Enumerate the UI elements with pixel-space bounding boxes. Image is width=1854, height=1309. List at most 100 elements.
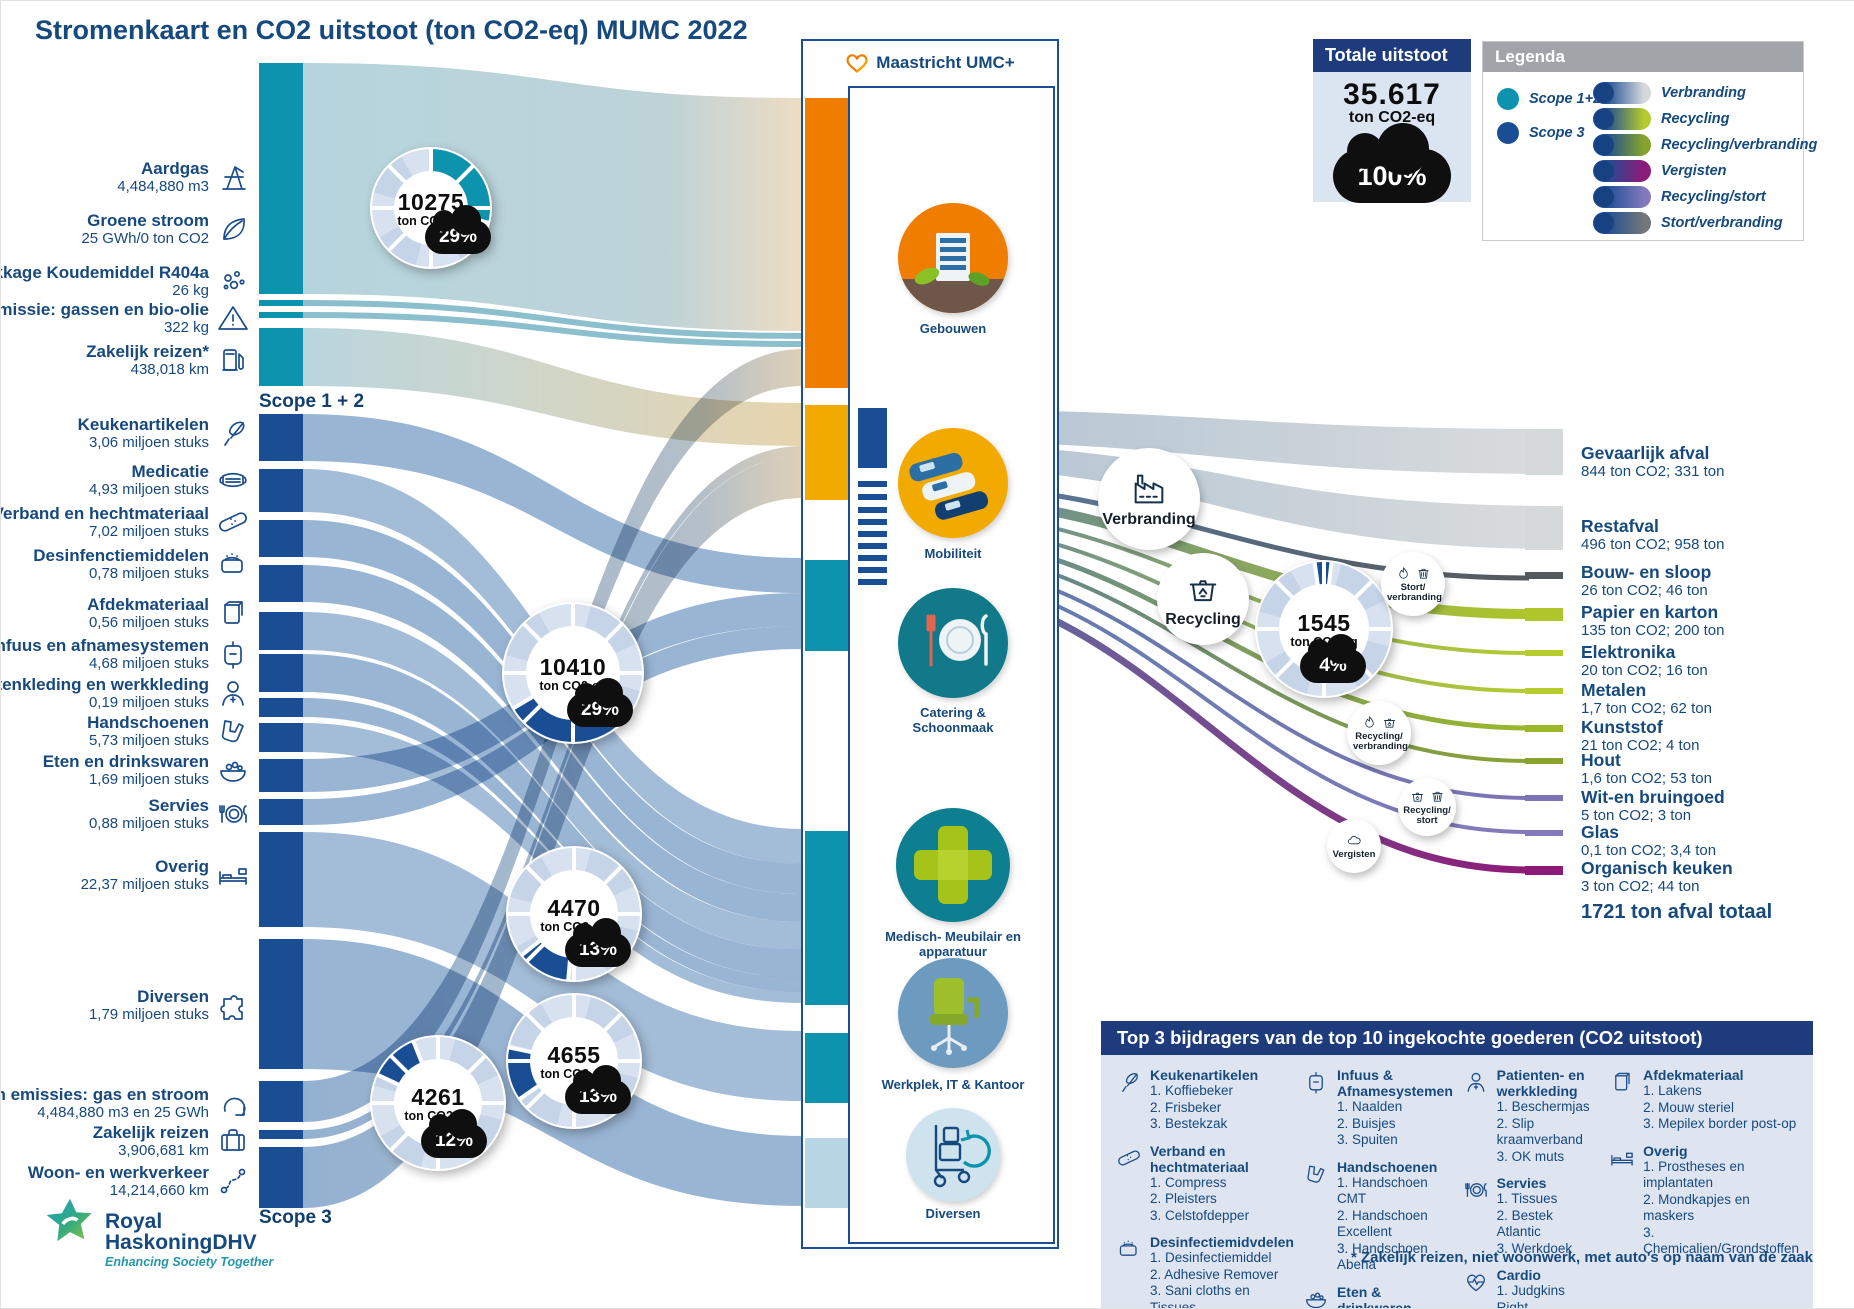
pct-cloud: 12% xyxy=(421,1124,487,1158)
node-afval-strip xyxy=(858,555,887,561)
node-afval-strip xyxy=(858,531,887,537)
trash-icon xyxy=(1415,565,1432,582)
legend: Legenda Scope 1+2 Scope 3 Verbranding Re… xyxy=(1482,41,1804,241)
legend-scope3: Scope 3 xyxy=(1497,122,1585,144)
node-afval-strip xyxy=(858,579,887,585)
mask-icon xyxy=(215,462,251,498)
royal-haskoningdhv-logo: Royal HaskoningDHV Enhancing Society Tog… xyxy=(43,1197,273,1269)
node-afval-strip xyxy=(858,543,887,549)
recycling-stort-pill xyxy=(1593,186,1651,208)
werkplek-icon xyxy=(898,958,1008,1068)
recycle-bin-icon xyxy=(1381,714,1398,731)
legend-recycling-stort: Recycling/stort xyxy=(1593,186,1766,208)
medisch-label: Medisch- Meubilair en apparatuur xyxy=(878,929,1028,959)
verbranding-node: Verbranding xyxy=(1098,448,1200,550)
recycling-stort-node: Recycling/ stort xyxy=(1398,778,1456,836)
umc-heart-icon xyxy=(845,51,869,75)
recycling-node: Recycling xyxy=(1157,553,1249,645)
suitcase-icon xyxy=(215,1123,251,1159)
upstream-icon xyxy=(215,1085,251,1121)
legend-recycling: Recycling xyxy=(1593,108,1730,130)
mobiliteit-label: Mobiliteit xyxy=(878,546,1028,561)
legend-verbranding: Verbranding xyxy=(1593,82,1746,104)
stort-verbranding-node: Stort/ verbranding xyxy=(1381,552,1445,616)
node-gebouwen xyxy=(805,98,848,388)
diversen-icon xyxy=(906,1108,1000,1202)
trash-icon xyxy=(1429,788,1446,805)
pct-cloud: 13% xyxy=(565,933,631,967)
legend-vergisten: Vergisten xyxy=(1593,160,1727,182)
cardio-icon xyxy=(1462,1268,1490,1296)
oil-pump-icon xyxy=(215,159,251,195)
recycling-verbranding-pill xyxy=(1593,134,1651,156)
cloud-icon xyxy=(1346,832,1363,849)
wipes-icon xyxy=(1115,1235,1143,1263)
hazard-icon xyxy=(215,300,251,336)
cover-icon xyxy=(1608,1068,1636,1096)
pct-cloud: 29% xyxy=(425,220,491,254)
scope12-label: Scope 1 + 2 xyxy=(259,391,364,413)
footnote: * Zakelijk reizen, niet woonwerk, met au… xyxy=(1351,1249,1813,1266)
maastricht-umc-box: Maastricht UMC+ Gebouwen Mobiliteit xyxy=(801,39,1059,1249)
leaf-icon xyxy=(215,211,251,247)
verbranding-pill xyxy=(1593,82,1651,104)
legend-title: Legenda xyxy=(1483,42,1803,72)
bandage-icon xyxy=(1115,1144,1143,1172)
nurse-icon xyxy=(1462,1068,1490,1096)
recycling-verbranding-node: Recycling/ verbranding xyxy=(1347,701,1411,765)
recycle-bin-icon xyxy=(1409,788,1426,805)
fuel-pump-icon xyxy=(215,342,251,378)
bed-icon xyxy=(1608,1144,1636,1172)
node-afval-strip xyxy=(858,507,887,513)
node-afval-strip xyxy=(858,567,887,573)
node-mobiliteit xyxy=(805,405,848,500)
recycle-bin-icon xyxy=(1181,569,1225,609)
factory-icon xyxy=(1127,469,1171,509)
diversen-label: Diversen xyxy=(878,1206,1028,1221)
whisk-icon xyxy=(215,415,251,451)
mobiliteit-icon xyxy=(898,428,1008,538)
legend-recycling-verbranding: Recycling/verbranding xyxy=(1593,134,1817,156)
medisch-icon xyxy=(896,808,1010,922)
node-medisch xyxy=(805,831,848,1005)
stort-verbranding-pill xyxy=(1593,212,1651,234)
node-catering xyxy=(805,560,848,651)
node-afval xyxy=(858,408,887,468)
nurse-icon xyxy=(215,675,251,711)
legend-scope12: Scope 1+2 xyxy=(1497,88,1601,110)
iv-bag-icon xyxy=(215,636,251,672)
cover-icon xyxy=(215,595,251,631)
route-icon xyxy=(215,1163,251,1199)
iv-bag-icon xyxy=(1302,1068,1330,1096)
pct-cloud: 13% xyxy=(565,1080,631,1114)
recycling-pill xyxy=(1593,108,1651,130)
